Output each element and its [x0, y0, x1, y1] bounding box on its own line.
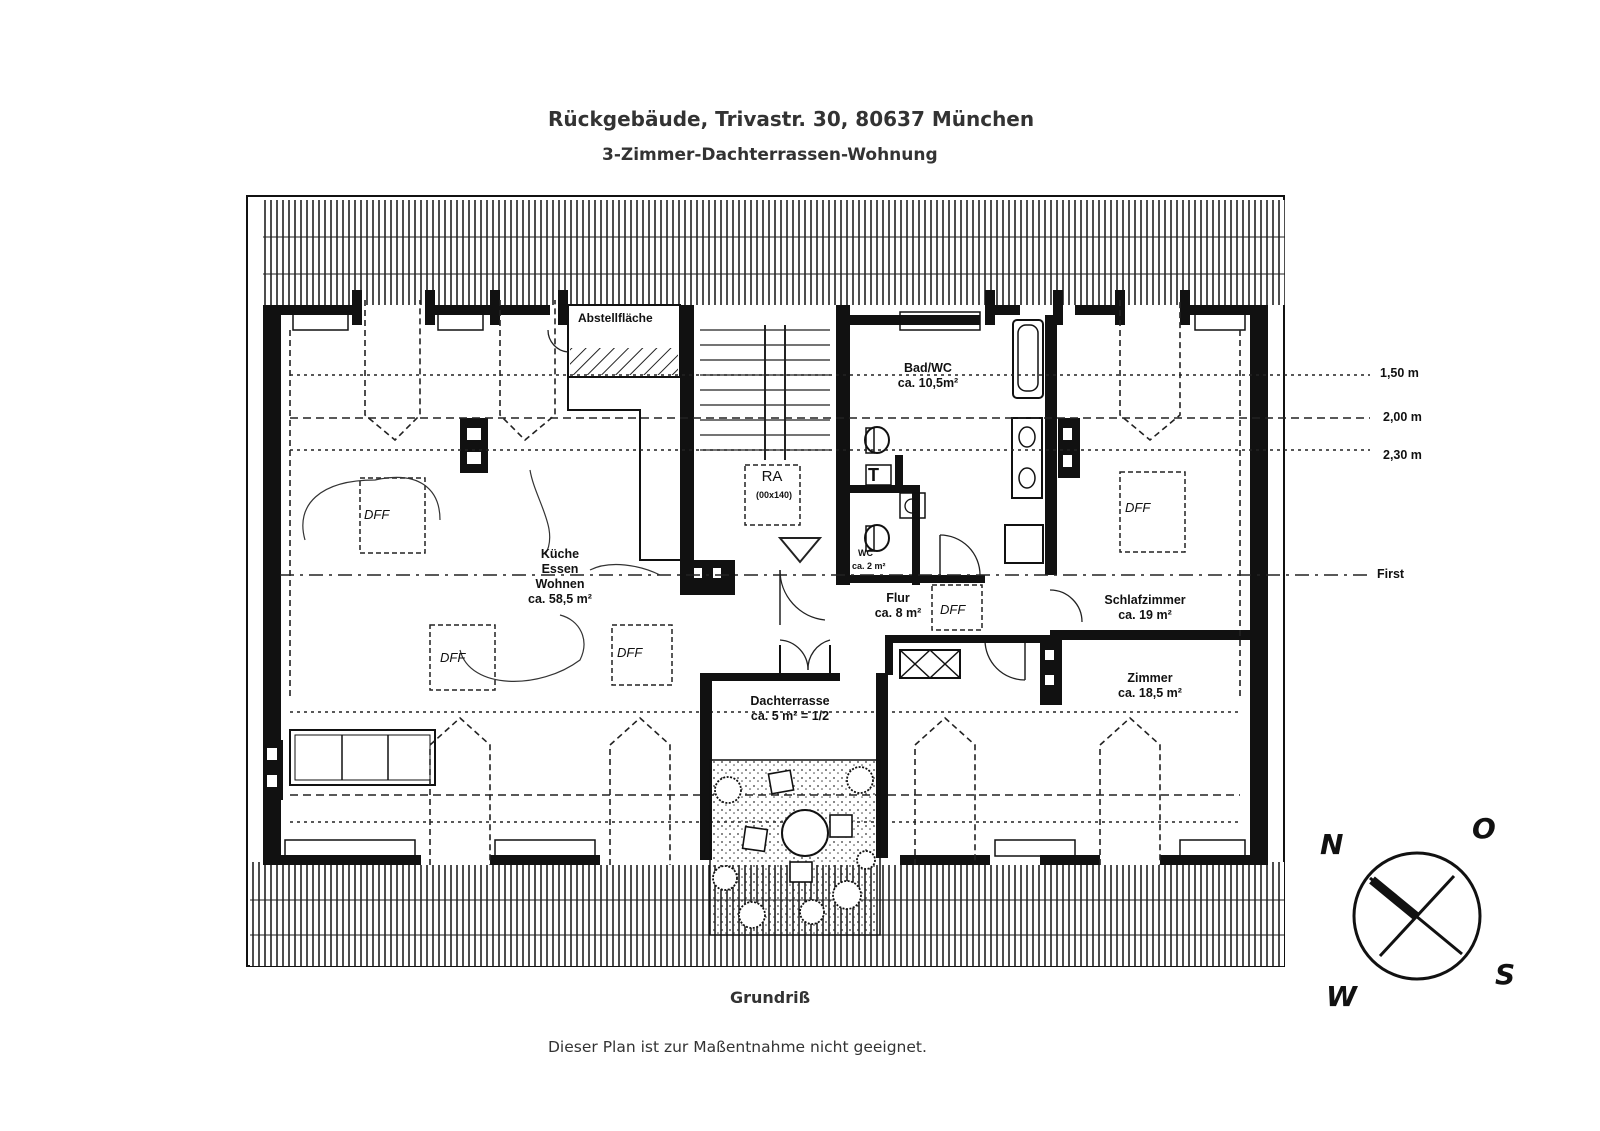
label-bad-area: ca. 10,5m² [897, 376, 959, 390]
dormer-outlines [289, 300, 1241, 865]
label-flur-area: ca. 8 m² [874, 606, 922, 620]
label-schlaf-name: Schlafzimmer [1104, 593, 1186, 607]
skylights [359, 471, 1186, 691]
compass-rose [1352, 851, 1482, 981]
label-terrasse: Dachterrasse ca. 5 m² = 1/2 [735, 694, 845, 724]
label-kueche: Küche Essen Wohnen ca. 58,5 m² [520, 547, 600, 607]
label-ra: RA [761, 468, 783, 485]
label-schlaf: Schlafzimmer ca. 19 m² [1090, 593, 1200, 623]
label-kueche-line2: Essen [541, 562, 579, 576]
stair-core-wall [680, 305, 694, 585]
wall-left [263, 305, 281, 865]
label-wc-name: WC [858, 548, 873, 558]
skylight-label: DFF [440, 650, 466, 665]
wall-schlaf-zimmer [1050, 630, 1250, 640]
label-bad: Bad/WC ca. 10,5m² [888, 361, 968, 391]
roof-top-band [263, 200, 1285, 305]
skylight-label: DFF [1125, 500, 1151, 515]
storage-area [567, 304, 681, 378]
skylight-label: DFF [364, 507, 390, 522]
label-bad-name: Bad/WC [904, 361, 952, 375]
plan-disclaimer: Dieser Plan ist zur Maßentnahme nicht ge… [548, 1038, 927, 1056]
label-terrasse-name: Dachterrasse [750, 694, 830, 708]
label-zimmer: Zimmer ca. 18,5 m² [1105, 671, 1195, 701]
terrace-wall-left [700, 673, 712, 858]
label-kueche-line3: Wohnen [535, 577, 585, 591]
height-label-230: 2,30 m [1383, 448, 1422, 462]
bath-wall [850, 315, 980, 325]
wc-wall [850, 485, 920, 493]
compass-north: N [1320, 828, 1344, 861]
label-ra-note: (00x140) [755, 490, 793, 500]
page-subtitle: 3-Zimmer-Dachterrassen-Wohnung [602, 145, 938, 165]
label-kueche-line1: Küche [540, 547, 580, 561]
label-wc-area: ca. 2 m² [852, 561, 886, 571]
staircase [700, 325, 830, 460]
skylight-label: DFF [940, 602, 966, 617]
label-flur: Flur ca. 8 m² [858, 591, 938, 621]
plan-caption: Grundriß [730, 988, 811, 1007]
compass-east: O [1472, 812, 1496, 845]
terrace-plants [712, 766, 876, 929]
label-abstellflaeche: Abstellfläche [578, 311, 653, 325]
label-terrasse-area: ca. 5 m² = 1/2 [750, 709, 830, 723]
label-kueche-area: ca. 58,5 m² [528, 592, 592, 606]
label-flur-name: Flur [886, 591, 910, 605]
bathtub [1012, 319, 1044, 399]
wall-right [1250, 305, 1268, 865]
compass-south: S [1495, 958, 1516, 991]
label-t: T [868, 465, 879, 485]
height-label-first: First [1377, 567, 1405, 581]
height-lines [280, 374, 1370, 823]
height-label-150: 1,50 m [1380, 366, 1419, 380]
label-schlaf-area: ca. 19 m² [1118, 608, 1172, 622]
label-zimmer-area: ca. 18,5 m² [1118, 686, 1182, 700]
sketch-marks [302, 469, 661, 682]
skylight-label: DFF [617, 645, 643, 660]
label-zimmer-name: Zimmer [1127, 671, 1173, 685]
compass-west: W [1326, 980, 1357, 1013]
page-title: Rückgebäude, Trivastr. 30, 80637 München [548, 107, 1035, 131]
height-label-200: 2,00 m [1383, 410, 1422, 424]
